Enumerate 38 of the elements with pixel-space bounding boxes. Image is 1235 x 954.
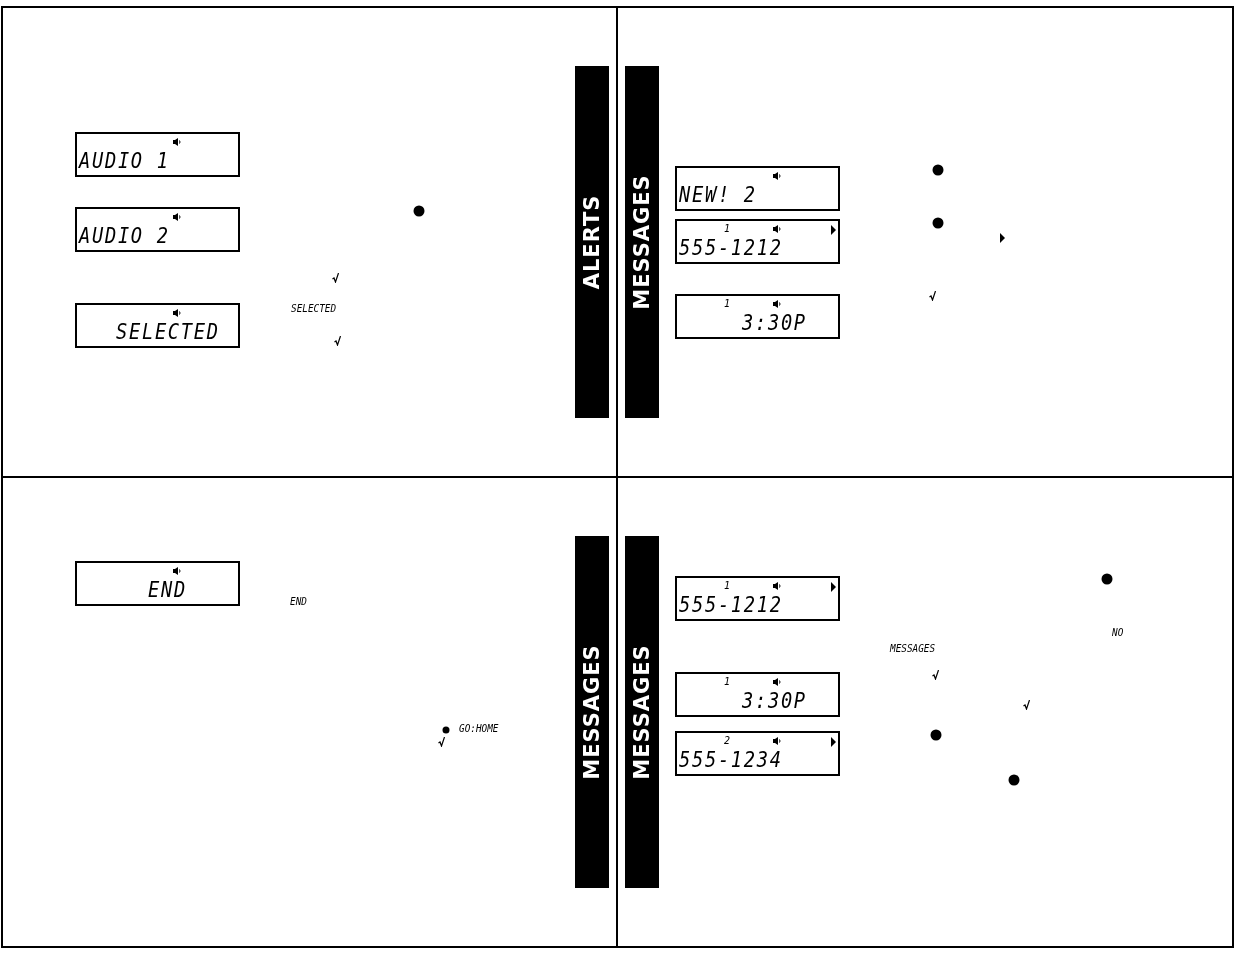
display-text: 555-1212 bbox=[679, 237, 783, 259]
section-tab bbox=[625, 536, 659, 888]
display-text: AUDIO 1 bbox=[79, 150, 170, 172]
tab-title: MESSAGES bbox=[630, 644, 654, 780]
section-tab bbox=[625, 66, 659, 418]
message-number: 1 bbox=[724, 224, 731, 234]
message-number: 1 bbox=[724, 677, 731, 687]
lcd-display bbox=[75, 561, 240, 606]
display-text-label: SELECTED bbox=[291, 303, 337, 314]
tab-title: MESSAGES bbox=[580, 644, 604, 780]
lcd-display bbox=[675, 672, 840, 717]
section-tab bbox=[575, 66, 609, 418]
lcd-display bbox=[675, 166, 840, 211]
display-text: AUDIO 2 bbox=[79, 225, 170, 247]
display-text: 3:30P bbox=[742, 312, 807, 334]
message-number: 1 bbox=[724, 581, 731, 591]
display-text: END bbox=[148, 579, 187, 601]
display-text-label: MESSAGES bbox=[890, 643, 936, 654]
lcd-display bbox=[675, 576, 840, 621]
lcd-display bbox=[75, 303, 240, 348]
display-text: SELECTED bbox=[115, 321, 220, 343]
display-text-label: GO:HOME bbox=[459, 723, 499, 734]
lcd-display bbox=[75, 132, 240, 177]
display-text-label: END bbox=[290, 596, 307, 607]
message-number: 1 bbox=[724, 299, 731, 309]
display-text: 555-1234 bbox=[679, 749, 783, 771]
tab-title: ALERTS bbox=[580, 194, 604, 290]
lcd-display bbox=[675, 219, 840, 264]
display-text: 3:30P bbox=[742, 690, 807, 712]
lcd-display bbox=[675, 294, 840, 339]
section-tab bbox=[575, 536, 609, 888]
display-text: NEW! 2 bbox=[679, 184, 757, 206]
display-text-label: NO bbox=[1112, 627, 1124, 638]
lcd-display bbox=[675, 731, 840, 776]
display-text: 555-1212 bbox=[679, 594, 783, 616]
tab-title: MESSAGES bbox=[630, 174, 654, 310]
lcd-display bbox=[75, 207, 240, 252]
message-number: 2 bbox=[724, 736, 731, 746]
